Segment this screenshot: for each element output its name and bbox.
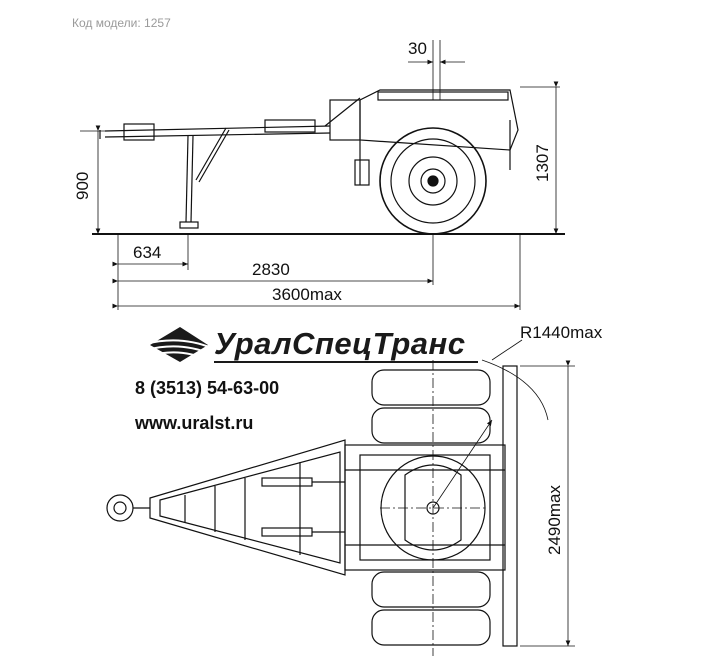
brand-website[interactable]: www.uralst.ru: [135, 413, 254, 433]
top-view: [106, 339, 575, 656]
side-view: [80, 40, 565, 310]
dim-width-total: 2490max: [545, 485, 564, 555]
brand-logo-icon: [144, 327, 213, 362]
dim-offset-top: 30: [408, 39, 427, 58]
brand-name: УралСпецТранс: [214, 326, 466, 361]
dim-height-hitch: 900: [73, 172, 92, 200]
dim-length-total: 3600max: [272, 285, 342, 304]
dim-length-support: 634: [133, 243, 161, 262]
model-code-label: Код модели: 1257: [72, 16, 171, 30]
dim-length-axle: 2830: [252, 260, 290, 279]
dim-radius: R1440max: [520, 323, 603, 342]
dim-height-total: 1307: [533, 144, 552, 182]
brand-phone: 8 (3513) 54-63-00: [135, 378, 280, 398]
